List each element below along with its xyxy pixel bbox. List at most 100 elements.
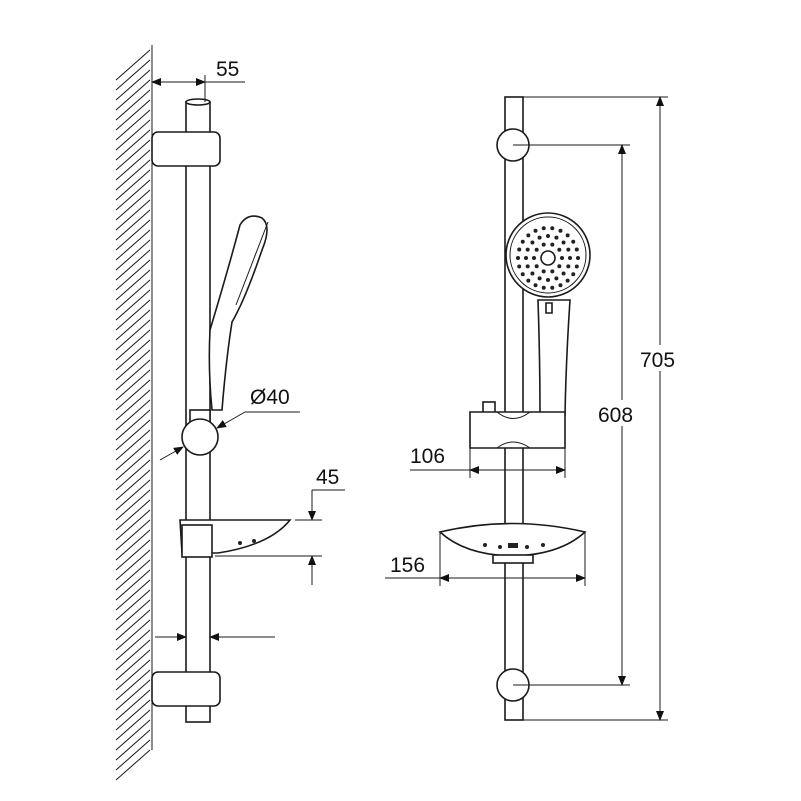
dim-soap-dish-height: 45	[215, 466, 345, 585]
nozzle	[537, 235, 542, 240]
nozzle	[534, 264, 539, 269]
hatch-line	[115, 679, 151, 711]
hatch-line	[115, 399, 151, 431]
hatch-line	[115, 709, 151, 741]
hatch-line	[115, 629, 151, 661]
nozzle	[541, 226, 546, 231]
hatch-line	[115, 99, 151, 131]
hatch-line	[115, 279, 151, 311]
hatch-line	[115, 69, 151, 101]
hatch-line	[115, 309, 151, 341]
nozzle	[537, 276, 542, 281]
slider-knob	[181, 418, 219, 456]
nozzle	[517, 247, 522, 252]
dim-bracket-spacing: 608	[513, 144, 644, 686]
hatch-line	[115, 229, 151, 261]
nozzle	[550, 226, 555, 231]
dim-overall-height: 705	[515, 96, 685, 721]
hatch-line	[115, 119, 151, 151]
nozzle	[533, 228, 538, 233]
hatch-line	[115, 379, 151, 411]
hatch-line	[115, 489, 151, 521]
hatch-line	[115, 299, 151, 331]
hatch-line	[115, 639, 151, 671]
hatch-line	[115, 329, 151, 361]
hatch-line	[115, 659, 151, 691]
hatch-line	[115, 539, 151, 571]
hatch-line	[115, 169, 151, 201]
nozzle	[574, 247, 579, 252]
hatch-line	[115, 739, 151, 771]
side-view-soap-dish	[179, 519, 292, 558]
hatch-line	[115, 79, 151, 111]
hatch-line	[115, 359, 151, 391]
dim-wall-offset: 55	[151, 58, 245, 102]
nozzle	[550, 269, 555, 274]
hatch-line	[115, 529, 151, 561]
nozzle	[520, 239, 525, 244]
hatch-line	[115, 749, 151, 781]
hatch-line	[115, 89, 151, 121]
nozzle	[530, 240, 535, 245]
dim-label-45: 45	[316, 466, 339, 489]
hatch-line	[115, 469, 151, 501]
front-view-soap-dish	[438, 522, 587, 564]
nozzle	[516, 256, 520, 260]
nozzle	[565, 278, 570, 283]
hatch-line	[115, 389, 151, 421]
nozzle	[524, 256, 528, 260]
hatch-line	[115, 179, 151, 211]
nozzle	[517, 264, 522, 269]
hatch-line	[115, 409, 151, 441]
wall-hatching	[115, 45, 153, 781]
dim-soap-dish-width: 156	[385, 532, 586, 586]
nozzle	[558, 283, 563, 288]
nozzle	[571, 272, 576, 277]
nozzle	[534, 247, 539, 252]
hatch-line	[115, 109, 151, 141]
dim-label-106: 106	[410, 445, 445, 468]
nozzle	[525, 264, 530, 269]
hatch-line	[115, 139, 151, 171]
nozzle	[541, 285, 546, 290]
nozzle	[530, 271, 535, 276]
dim-label-40: Ø40	[250, 386, 290, 409]
nozzle	[561, 240, 566, 245]
hatch-line	[115, 349, 151, 381]
nozzle	[571, 239, 576, 244]
nozzle	[533, 283, 538, 288]
nozzle	[520, 272, 525, 277]
hatch-line	[115, 369, 151, 401]
nozzle	[532, 256, 536, 260]
hatch-line	[115, 519, 151, 551]
nozzle	[554, 276, 559, 281]
nozzle	[574, 264, 579, 269]
nozzle	[526, 278, 531, 283]
hatch-line	[115, 199, 151, 231]
nozzle	[554, 235, 559, 240]
hatch-line	[115, 209, 151, 241]
nozzle	[550, 285, 555, 290]
hatch-line	[115, 559, 151, 591]
nozzle	[526, 233, 531, 238]
hatch-line	[115, 269, 151, 301]
hatch-line	[115, 729, 151, 761]
dim-slider-width: 106	[410, 445, 566, 478]
hatch-line	[115, 509, 151, 541]
hatch-line	[115, 669, 151, 701]
nozzle	[541, 269, 546, 274]
dim-label-608: 608	[598, 404, 633, 427]
dim-label-156: 156	[390, 554, 425, 577]
hatch-line	[115, 189, 151, 221]
hatch-line	[115, 569, 151, 601]
hatch-line	[115, 439, 151, 471]
dim-slider-diameter: Ø40	[159, 386, 300, 461]
hatch-line	[115, 609, 151, 641]
nozzle	[566, 264, 571, 269]
nozzle	[560, 256, 564, 260]
hatch-line	[115, 59, 151, 91]
nozzle	[525, 247, 530, 252]
hatch-line	[115, 579, 151, 611]
